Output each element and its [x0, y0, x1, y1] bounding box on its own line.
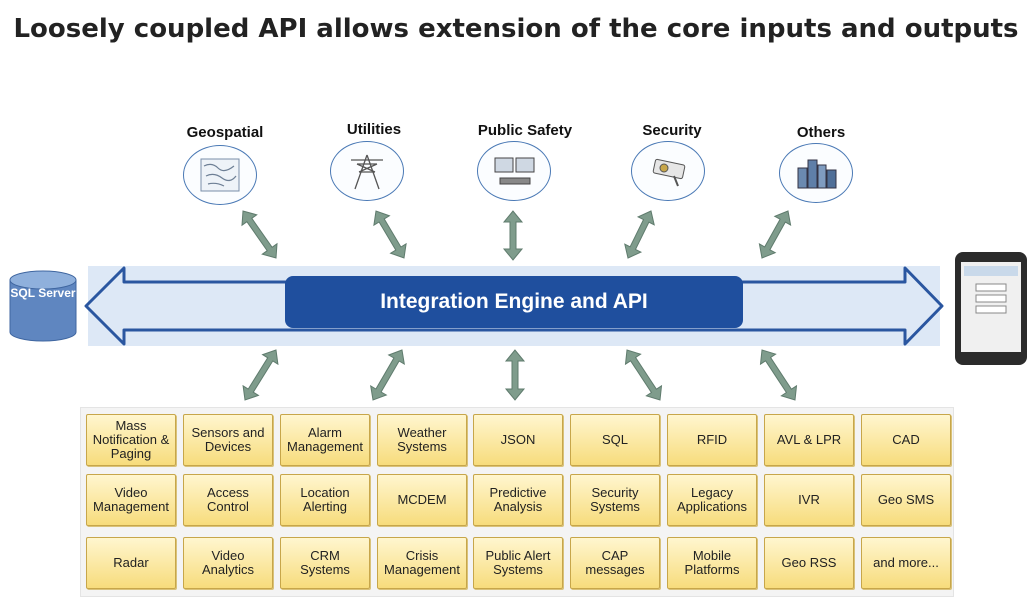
connector-arrow [242, 349, 279, 401]
grid-cell: Geo SMS [861, 474, 951, 526]
connector-arrow [758, 210, 792, 259]
connector-arrow [759, 349, 798, 401]
category-label-security: Security [642, 122, 702, 139]
connector-arrow [370, 349, 405, 401]
sql-server-icon [9, 270, 77, 342]
page-title: Loosely coupled API allows extension of … [13, 14, 1019, 44]
category-label-others: Others [796, 124, 846, 141]
grid-cell: Alarm Management [280, 414, 370, 466]
power-tower-icon [330, 141, 404, 201]
grid-cell: Security Systems [570, 474, 660, 526]
map-icon [183, 145, 257, 205]
monitors-icon [477, 141, 551, 201]
grid-cell: Sensors and Devices [183, 414, 273, 466]
grid-cell: SQL [570, 414, 660, 466]
category-label-utilities: Utilities [346, 121, 402, 138]
mobile-button-1 [975, 283, 1007, 292]
grid-cell: IVR [764, 474, 854, 526]
mobile-button-3 [975, 305, 1007, 314]
connector-arrow [624, 210, 655, 259]
mobile-device-icon [955, 252, 1027, 365]
grid-cell: Access Control [183, 474, 273, 526]
grid-cell: CRM Systems [280, 537, 370, 589]
grid-cell: Video Analytics [183, 537, 273, 589]
connector-arrow [502, 210, 524, 261]
camera-icon [631, 141, 705, 201]
category-label-geospatial: Geospatial [186, 124, 264, 141]
connector-arrow [624, 349, 663, 401]
grid-cell: Geo RSS [764, 537, 854, 589]
mobile-button-2 [975, 294, 1007, 303]
connector-arrow [373, 210, 407, 259]
grid-cell: MCDEM [377, 474, 467, 526]
grid-cell: RFID [667, 414, 757, 466]
grid-cell: Video Management [86, 474, 176, 526]
grid-cell: Weather Systems [377, 414, 467, 466]
grid-cell: Legacy Applications [667, 474, 757, 526]
grid-cell: Location Alerting [280, 474, 370, 526]
grid-cell: Predictive Analysis [473, 474, 563, 526]
grid-cell: Mass Notification & Paging [86, 414, 176, 466]
grid-cell: Radar [86, 537, 176, 589]
grid-cell: Crisis Management [377, 537, 467, 589]
grid-cell: Mobile Platforms [667, 537, 757, 589]
grid-cell: CAP messages [570, 537, 660, 589]
city-icon [779, 143, 853, 203]
sql-server-label: SQL Server [10, 286, 76, 300]
grid-cell: and more... [861, 537, 951, 589]
grid-cell: CAD [861, 414, 951, 466]
integration-engine-label: Integration Engine and API [285, 276, 743, 328]
category-label-public-safety: Public Safety [477, 122, 573, 139]
grid-cell: AVL & LPR [764, 414, 854, 466]
connector-arrow [504, 349, 526, 401]
connector-arrow [241, 210, 278, 259]
grid-cell: JSON [473, 414, 563, 466]
grid-cell: Public Alert Systems [473, 537, 563, 589]
